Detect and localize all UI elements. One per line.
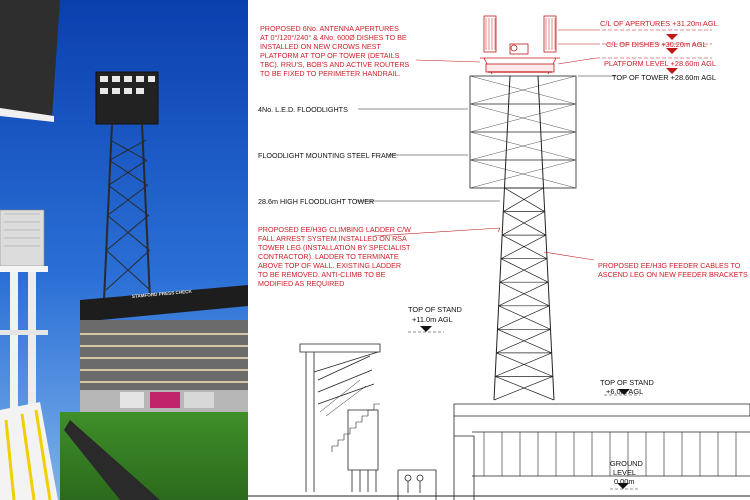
ladder-note-line: FALL ARREST SYSTEM INSTALLED ON RSA <box>258 234 407 243</box>
feeder-note-line: PROPOSED EE/H3G FEEDER CABLES TO <box>598 261 741 270</box>
photo-floodlight-tower <box>95 71 159 301</box>
right-grandstand <box>453 403 750 500</box>
ladder-note: PROPOSED EE/H3G CLIMBING LADDER C/W FALL… <box>258 225 411 288</box>
stadium-photo: STAMFORD PRESS CHECK <box>0 0 248 500</box>
photo-roof <box>0 0 60 118</box>
level-ground-value: 0.00m <box>614 477 635 486</box>
antenna-note-line: INSTALLED ON NEW CROWS NEST <box>260 42 381 51</box>
mounting-frame-label: FLOODLIGHT MOUNTING STEEL FRAME <box>258 151 397 160</box>
level-ground-title: GROUND <box>610 459 643 468</box>
level-dishes: C/L OF DISHES +30.20m AGL <box>606 40 707 49</box>
floodlights-label: 4No. L.E.D. FLOODLIGHTS <box>258 105 348 114</box>
antenna-note-line: PROPOSED 6No. ANTENNA APERTURES <box>260 24 399 33</box>
ladder-note-line: PROPOSED EE/H3G CLIMBING LADDER C/W <box>258 225 411 234</box>
antenna-note-line: PLATFORM AT TOP OF TOWER (DETAILS <box>260 51 400 60</box>
level-platform: PLATFORM LEVEL +28.60m AGL <box>604 59 716 68</box>
ladder-note-line: TOWER LEG (INSTALLATION BY SPECIALIST <box>258 243 411 252</box>
lattice-tower <box>493 75 555 401</box>
level-stand-left-value: +11.0m AGL <box>412 315 453 324</box>
antenna-note-line: TO BE FIXED TO PERIMETER HANDRAIL. <box>260 69 401 78</box>
level-top-tower: TOP OF TOWER +28.60m AGL <box>612 73 716 82</box>
level-ground-sub: LEVEL <box>613 468 636 477</box>
elevation-drawing: PROPOSED 6No. ANTENNA APERTURES AT 0°/12… <box>248 0 750 500</box>
level-stand-right-title: TOP OF STAND <box>600 378 654 387</box>
antenna-note: PROPOSED 6No. ANTENNA APERTURES AT 0°/12… <box>260 24 410 78</box>
left-grandstand <box>299 343 437 500</box>
ladder-note-line: TO BE REMOVED. ANTI-CLIMB TO BE <box>258 270 386 279</box>
antenna-note-line: AT 0°/120°/240° & 4No. 600Ø DISHES TO BE <box>260 33 407 42</box>
antenna-note-line: TBC). RRU'S, BOB'S AND ACTIVE ROUTERS <box>260 60 410 69</box>
level-stand-right-value: +6.0m AGL <box>606 387 643 396</box>
level-apertures: C/L OF APERTURES +31.20m AGL <box>600 19 718 28</box>
floodlight-frame <box>469 75 577 189</box>
level-markers <box>420 34 678 489</box>
stand-sign: STAMFORD PRESS CHECK <box>132 289 193 299</box>
photo-white-structure <box>0 209 48 500</box>
feeder-note-line: ASCEND LEG ON NEW FEEDER BRACKETS <box>598 270 748 279</box>
feeder-note: PROPOSED EE/H3G FEEDER CABLES TO ASCEND … <box>598 261 748 279</box>
level-stand-left-title: TOP OF STAND <box>408 305 462 314</box>
tower-label: 28.6m HIGH FLOODLIGHT TOWER <box>258 197 374 206</box>
photo-grandstand: STAMFORD PRESS CHECK <box>80 285 248 412</box>
leader-lines <box>373 29 712 261</box>
ladder-note-line: MODIFIED AS REQUIRED <box>258 279 344 288</box>
ladder-note-line: CONTRACTOR). LADDER TO TERMINATE <box>258 252 399 261</box>
ladder-note-line: ABOVE TOP OF WALL. EXISTING LADDER <box>258 261 401 270</box>
photo-foreground-rail <box>0 402 160 500</box>
crows-nest-platform <box>480 15 560 75</box>
leader-lines-black <box>356 75 640 490</box>
